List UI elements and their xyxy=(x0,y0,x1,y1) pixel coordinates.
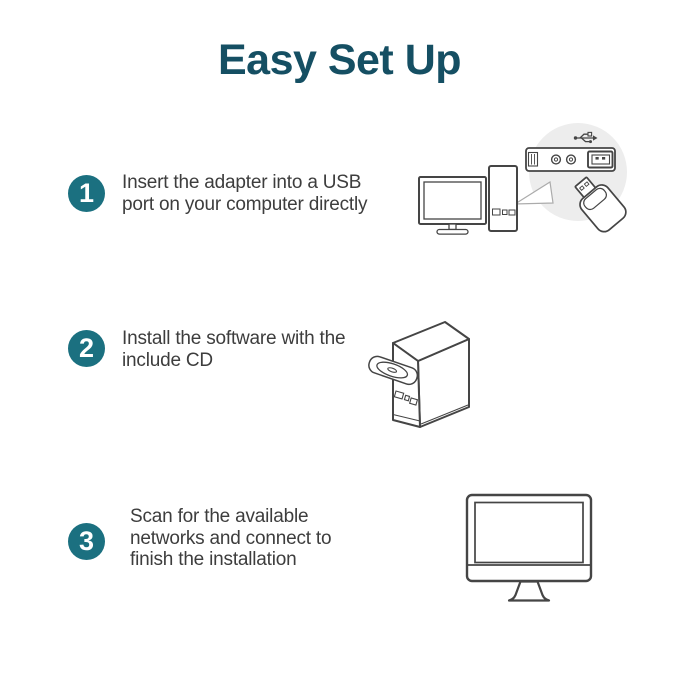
usb-port-panel xyxy=(525,147,616,172)
step-3-illustration xyxy=(455,485,605,610)
step-2-text-line: Install the software with the xyxy=(122,328,346,349)
monitor-icon xyxy=(418,176,487,235)
page-title: Easy Set Up xyxy=(217,36,462,84)
cd-disc-icon xyxy=(376,361,409,379)
tower-icon xyxy=(488,165,518,232)
step-1-text: Insert the adapter into a USB port on yo… xyxy=(122,172,368,215)
usb-port-icon xyxy=(587,150,614,169)
callout-wedge xyxy=(512,181,554,205)
step-2-text-line: include CD xyxy=(122,349,213,371)
step-3-badge: 3 xyxy=(68,523,105,560)
tower-with-cd-icon xyxy=(368,321,470,428)
monitor-stand xyxy=(507,580,551,602)
monitor-icon xyxy=(465,493,593,602)
step-1-badge: 1 xyxy=(68,175,105,212)
audio-jack-icon xyxy=(565,154,577,165)
monitor-screen xyxy=(474,501,584,564)
desktop-usb-closeup-icon xyxy=(418,123,627,235)
cd-tray-icon xyxy=(368,355,419,386)
step-1-text-line: port on your computer directly xyxy=(122,193,368,215)
audio-jack-icon xyxy=(550,154,562,165)
step-1-number: 1 xyxy=(78,178,95,208)
step-3-text: Scan for the available networks and conn… xyxy=(130,506,332,571)
step-3-text-line: finish the installation xyxy=(130,549,297,570)
step-2-illustration xyxy=(360,300,480,440)
step-1-illustration xyxy=(400,115,665,240)
step-3-number: 3 xyxy=(78,526,95,556)
step-2-number: 2 xyxy=(78,333,95,363)
front-ports-icon xyxy=(393,390,419,406)
step-2-text: Install the software with the include CD xyxy=(122,328,346,371)
usb-symbol-icon xyxy=(573,131,598,144)
step-3-text-line: Scan for the available xyxy=(130,506,309,527)
step-3-text-line: networks and connect to xyxy=(130,527,332,549)
usb-adapter-icon xyxy=(574,176,627,233)
step-2-badge: 2 xyxy=(68,330,105,367)
step-1-text-line: Insert the adapter into a USB xyxy=(122,172,362,193)
